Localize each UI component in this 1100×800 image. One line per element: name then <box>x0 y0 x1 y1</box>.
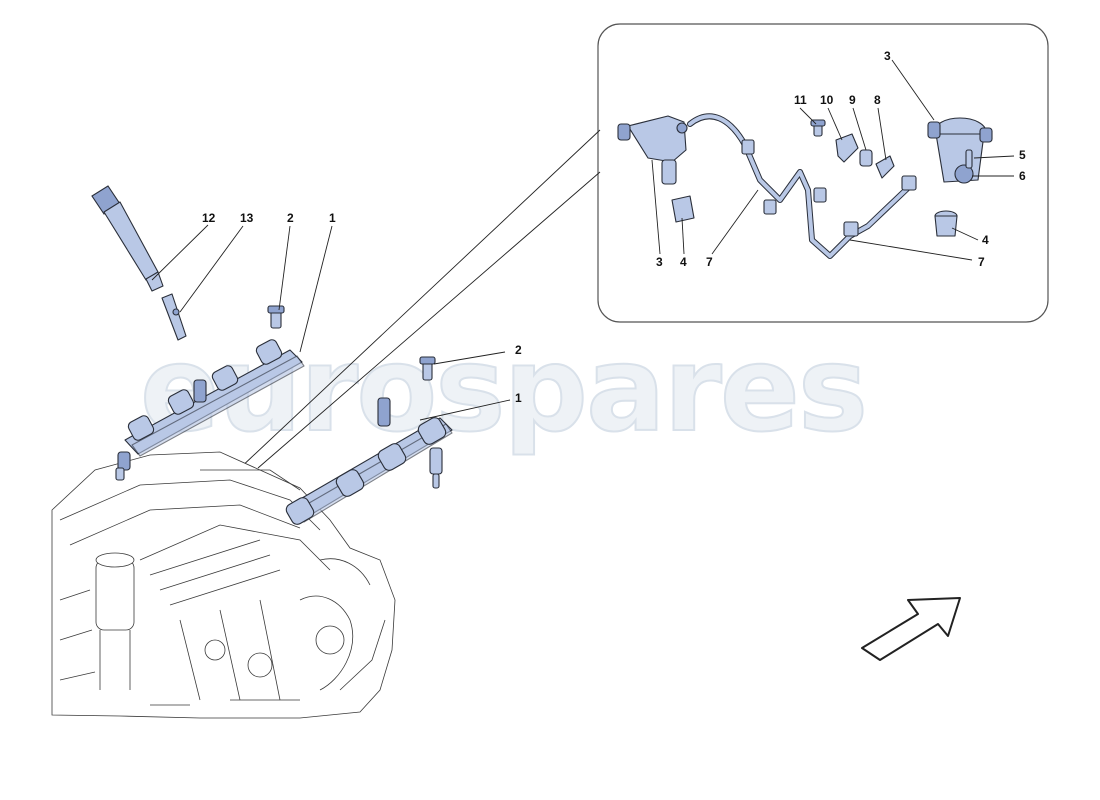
spark-plug <box>161 293 187 341</box>
callout-9: 9 <box>849 93 856 107</box>
leader-lines <box>151 59 1015 421</box>
inset-connector-lines <box>237 129 601 471</box>
callout-10: 10 <box>820 93 834 107</box>
callout-7-bottom: 7 <box>706 255 713 269</box>
pump-cup-right <box>934 210 958 237</box>
watermark-text: eurospares <box>140 320 866 458</box>
callout-12: 12 <box>202 211 216 225</box>
bracket <box>835 133 859 163</box>
detail-inset-box <box>597 23 1049 323</box>
callout-6: 6 <box>1019 169 1026 183</box>
sensor <box>859 149 873 167</box>
callout-5: 5 <box>1019 148 1026 162</box>
rail-bolt-right <box>419 356 436 381</box>
callout-8: 8 <box>874 93 881 107</box>
callout-4-right: 4 <box>982 233 989 247</box>
fuel-rail-right <box>285 397 453 525</box>
callout-1-lower: 1 <box>515 391 522 405</box>
callout-7-right: 7 <box>978 255 985 269</box>
ignition-coil <box>91 185 164 292</box>
fuel-rail-left <box>115 339 305 481</box>
callout-2-upper: 2 <box>287 211 294 225</box>
clip <box>875 155 895 179</box>
callout-3-top: 3 <box>884 49 891 63</box>
hp-pump-right <box>927 117 993 184</box>
watermark: eurospares <box>139 319 869 459</box>
arrow-up-right-icon <box>861 597 961 661</box>
callout-4-bottom: 4 <box>680 255 687 269</box>
callout-2-lower: 2 <box>515 343 522 357</box>
inset-bolt <box>810 119 826 137</box>
callout-3-bottom: 3 <box>656 255 663 269</box>
callout-labels: 12 13 2 1 2 1 3 11 10 9 8 5 6 4 7 3 4 7 <box>202 49 1026 405</box>
callout-13: 13 <box>240 211 254 225</box>
callout-1-upper: 1 <box>329 211 336 225</box>
pump-cup-left <box>671 195 695 223</box>
fuel-pipe <box>687 113 917 259</box>
rail-bolt-left <box>267 305 285 329</box>
hp-pump-left <box>617 115 688 185</box>
callout-11: 11 <box>794 93 807 107</box>
